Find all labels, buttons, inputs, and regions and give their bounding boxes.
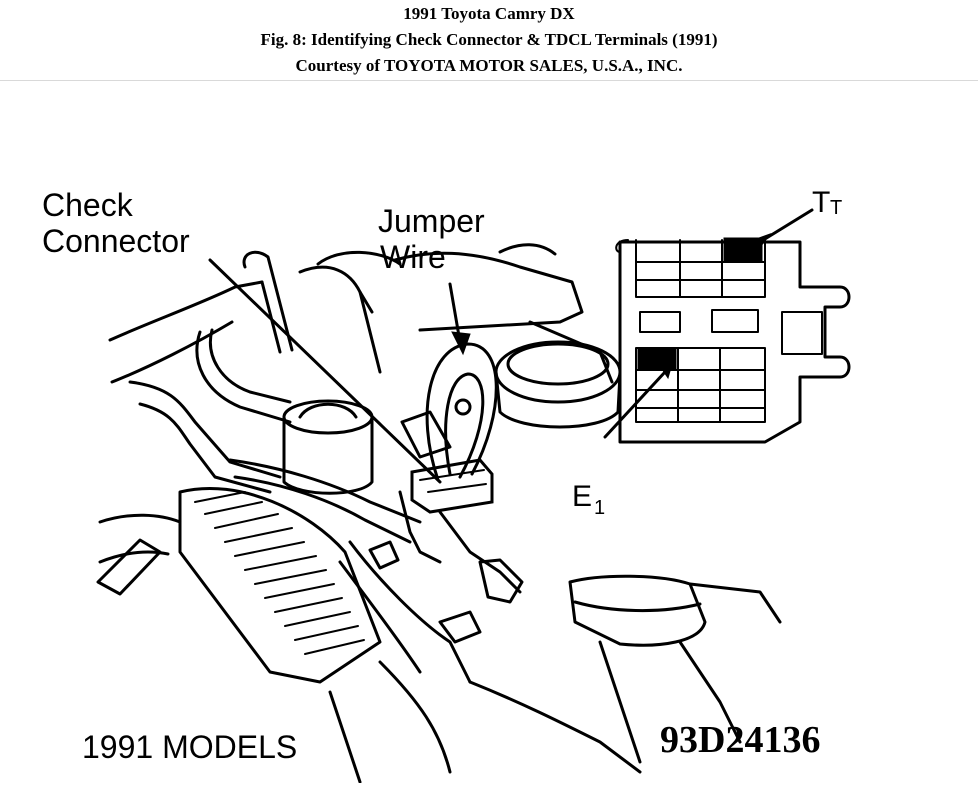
figure-code: 93D24136 [660,719,820,761]
tt-label: T [812,186,830,219]
check-connector-leader [208,258,442,484]
wire-label: Wire [380,239,446,275]
page-header: 1991 Toyota Camry DX Fig. 8: Identifying… [0,0,978,81]
connector-label: Connector [42,223,190,259]
courtesy-line: Courtesy of TOYOTA MOTOR SALES, U.S.A., … [295,56,683,75]
leader-lines [208,208,814,484]
e1-leader [603,370,667,439]
tt-label-sub: T [830,197,842,219]
figure-title: Fig. 8: Identifying Check Connector & TD… [260,30,718,49]
e1-terminal [637,348,677,370]
models-label: 1991 MODELS [82,729,297,765]
vehicle-title: 1991 Toyota Camry DX [403,4,575,23]
engine-bay-illustration [96,243,782,784]
engine-bay-diagram: Check Connector Jumper Wire T T E 1 1991… [0,82,978,784]
e1-label: E [572,480,592,513]
tdcl-terminal-block [615,237,851,444]
e1-label-sub: 1 [594,497,605,519]
check-label: Check [42,187,134,223]
diagram-svg: Check Connector Jumper Wire T T E 1 1991… [42,186,851,784]
tt-leader [758,208,814,244]
jumper-label: Jumper [378,203,485,239]
